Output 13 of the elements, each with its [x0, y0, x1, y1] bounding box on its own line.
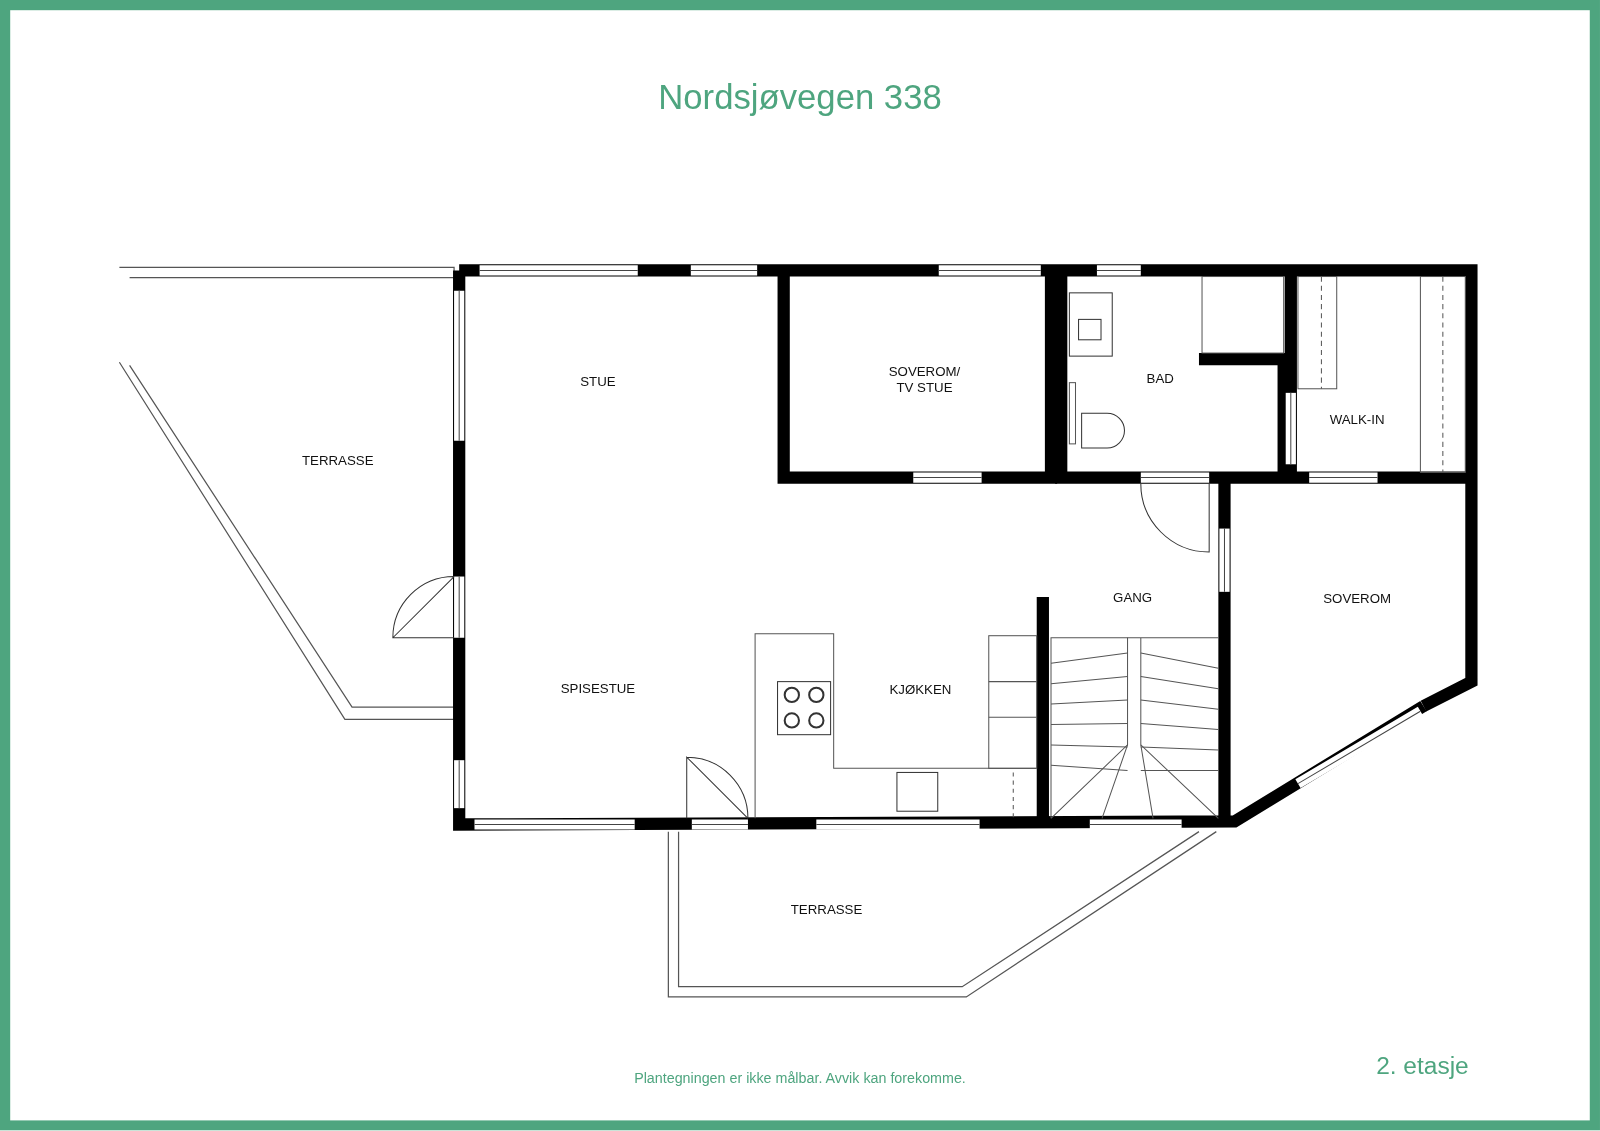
room-label: SPISESTUE: [560, 680, 636, 697]
room-label: KJØKKEN: [889, 681, 952, 698]
floor-label: 2. etasje: [1376, 1052, 1469, 1081]
room-label: TERRASSE: [302, 453, 374, 470]
disclaimer-note: Plantegningen er ikke målbar. Avvik kan forekomme.: [634, 1069, 966, 1086]
plan-title: Nordsjøvegen 338: [658, 77, 942, 117]
room-label: GANG: [1113, 589, 1153, 607]
room-label: SOVEROM/ TV STUE: [887, 363, 962, 396]
room-label: SOVEROM: [1323, 590, 1392, 608]
room-label: STUE: [580, 373, 616, 390]
room-label: TERRASSE: [790, 902, 863, 919]
room-label: WALK-IN: [1329, 412, 1385, 429]
room-label: BAD: [1146, 370, 1174, 387]
